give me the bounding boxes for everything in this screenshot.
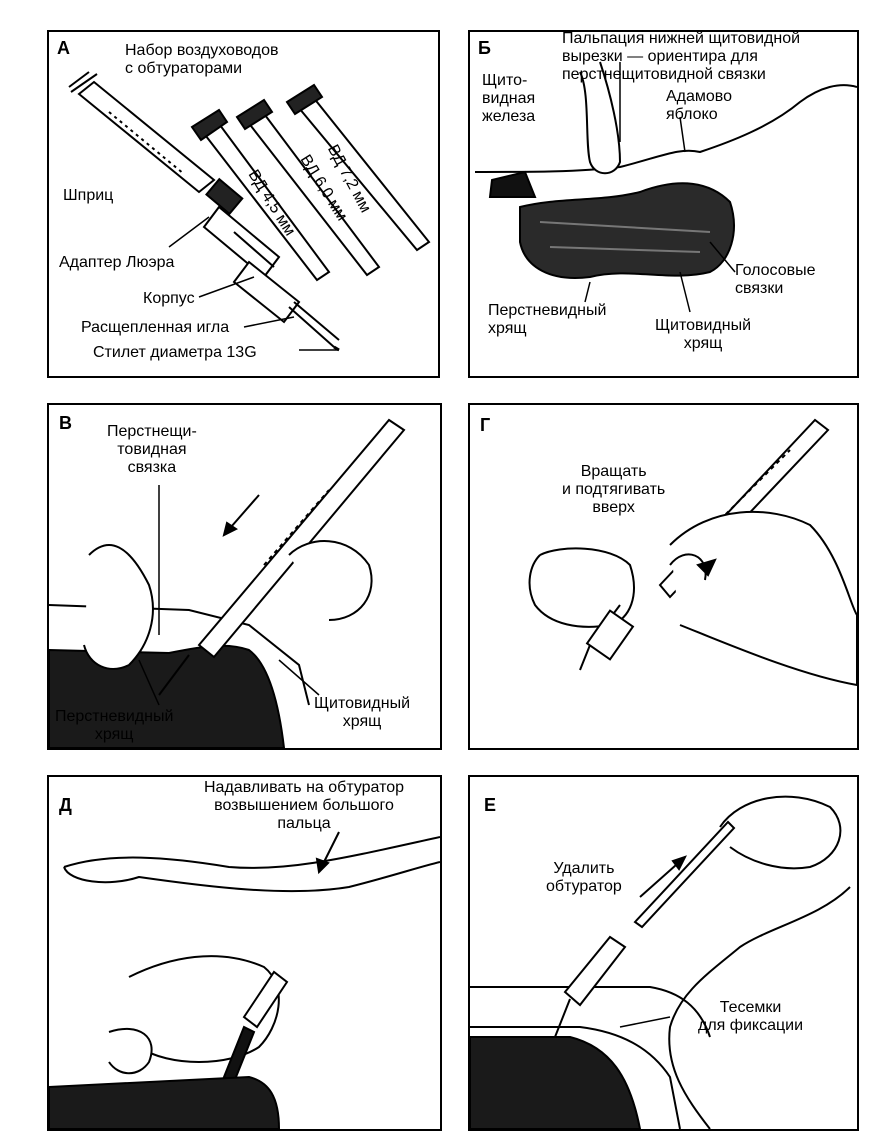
panel-c-letter: В [59, 413, 72, 433]
thyroid-gland-label: Щито- видная железа [482, 72, 536, 125]
panel-a-illustration [68, 71, 431, 352]
remove-obturator-label: Удалить обтуратор [546, 860, 622, 895]
panel-d-letter: Г [480, 415, 491, 435]
panel-e: Д Надавливать на обтуратор возвышением б… [47, 775, 442, 1131]
stylet-label: Стилет диаметра 13G [93, 344, 257, 361]
thyroid-cartilage-label-c: Щитовидный хрящ [314, 695, 411, 730]
body-label: Корпус [143, 290, 195, 307]
panel-b-letter: Б [478, 38, 491, 58]
cricoid-label-c: Перстневидный хрящ [55, 708, 174, 743]
panel-d-illustration [528, 418, 857, 687]
panel-f-illustration [470, 795, 851, 1129]
palpation-label: Пальпация нижней щитовидной вырезки — ор… [562, 30, 801, 83]
cricothyroid-ligament-label: Перстнещи- товидная связка [107, 423, 197, 476]
panel-a-letter: А [57, 38, 70, 58]
syringe-label: Шприц [63, 187, 114, 204]
panel-d: Г Вращать и подтягивать вверх [468, 403, 859, 750]
panel-f-letter: Е [484, 795, 497, 815]
press-label: Надавливать на обтуратор возвышением бол… [204, 779, 405, 832]
adams-apple-label: Адамово яблоко [666, 88, 733, 123]
rotate-label: Вращать и подтягивать вверх [562, 463, 666, 516]
split-needle-label: Расщепленная игла [81, 319, 230, 336]
cricoid-label-b: Перстневидный хрящ [488, 302, 607, 337]
airways-set-label: Набор воздуховодов с обтураторами [125, 42, 279, 77]
thyroid-cartilage-label-b: Щитовидный хрящ [655, 317, 752, 352]
panel-c-illustration [49, 418, 406, 748]
panel-a: А Набор воздуховодов с обтураторами Шпри… [47, 30, 440, 378]
panel-c: В Перстнещи- товидная связка Перстневидн… [47, 403, 442, 750]
panel-b: Б Пальпация нижней щитовидной вырезки — … [468, 30, 859, 378]
luer-adapter-label: Адаптер Люэра [59, 254, 175, 271]
panel-f: Е Удалить обтуратор Тесемки для фиксации [468, 775, 859, 1131]
vocal-cords-label: Голосовые связки [735, 262, 816, 297]
panel-e-illustration [49, 831, 440, 1129]
airways-drawing [190, 83, 431, 282]
ties-label: Тесемки для фиксации [698, 999, 803, 1034]
syringe-drawing [68, 71, 340, 352]
panel-b-illustration [474, 61, 857, 313]
panel-e-letter: Д [59, 795, 72, 815]
